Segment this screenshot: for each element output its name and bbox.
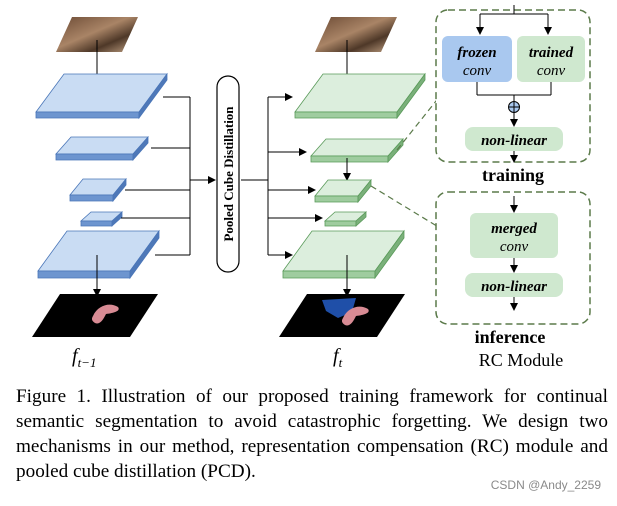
new-layer-5 — [282, 229, 405, 280]
svg-text:conv: conv — [463, 63, 492, 79]
connectors-pcd-to-new — [241, 93, 323, 259]
new-model-network — [279, 17, 426, 337]
svg-text:conv: conv — [500, 239, 529, 255]
old-layer-5 — [37, 229, 160, 280]
old-layer-2 — [55, 135, 149, 162]
caption-text: Figure 1. Illustration of our proposed t… — [16, 386, 613, 482]
watermark: CSDN @Andy_2259 — [490, 478, 601, 492]
rc-inference-panel: merged conv non-linear inference RC Modu… — [435, 191, 591, 370]
svg-text:merged: merged — [491, 221, 537, 237]
training-label: training — [482, 165, 544, 185]
old-feature-label: ft−1 — [72, 345, 96, 370]
old-layer-3 — [69, 177, 127, 203]
inference-label: inference — [475, 327, 546, 347]
merged-conv-box: merged conv — [470, 213, 558, 258]
add-operator-icon — [508, 101, 520, 113]
new-layer-2 — [310, 137, 404, 164]
figure-caption: Figure 1. Illustration of our proposed t… — [16, 384, 608, 484]
new-layer-1 — [294, 72, 426, 120]
new-layer-3 — [314, 178, 372, 204]
non-linear-box-training: non-linear — [465, 127, 563, 151]
svg-text:non-linear: non-linear — [481, 279, 547, 295]
frozen-conv-box: frozen conv — [442, 36, 512, 82]
pcd-box: Pooled Cube Distillation — [216, 75, 240, 273]
input-image-old — [56, 17, 138, 52]
svg-text:non-linear: non-linear — [481, 133, 547, 149]
non-linear-box-inference: non-linear — [465, 273, 563, 297]
input-image-new — [315, 17, 397, 52]
rc-leader-lines — [370, 95, 441, 229]
framework-figure: Pooled Cube Distillation — [32, 5, 591, 370]
rc-module-title: RC Module — [479, 350, 564, 370]
output-mask-new — [279, 294, 405, 337]
rc-training-panel: frozen conv trained conv non-linear trai… — [435, 5, 591, 185]
old-layer-1 — [35, 72, 168, 120]
connectors-old-to-pcd — [121, 96, 216, 256]
trained-conv-box: trained conv — [517, 36, 585, 82]
new-feature-label: ft — [333, 345, 343, 370]
old-layer-4 — [79, 211, 124, 227]
svg-text:frozen: frozen — [457, 45, 496, 61]
svg-text:conv: conv — [537, 63, 566, 79]
new-layer-4 — [323, 211, 368, 227]
pcd-label: Pooled Cube Distillation — [221, 106, 236, 242]
output-mask-old — [32, 294, 158, 337]
svg-text:trained: trained — [529, 45, 574, 61]
old-model-network — [32, 17, 168, 337]
